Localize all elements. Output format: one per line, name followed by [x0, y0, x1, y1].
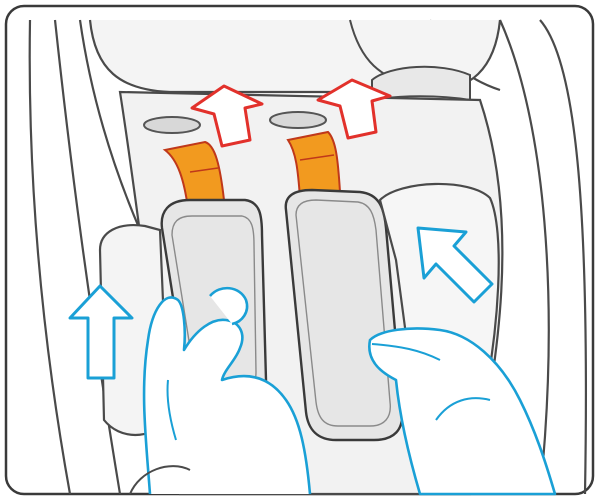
harness-slot-right: [270, 112, 326, 128]
harness-slot-left: [144, 117, 200, 133]
